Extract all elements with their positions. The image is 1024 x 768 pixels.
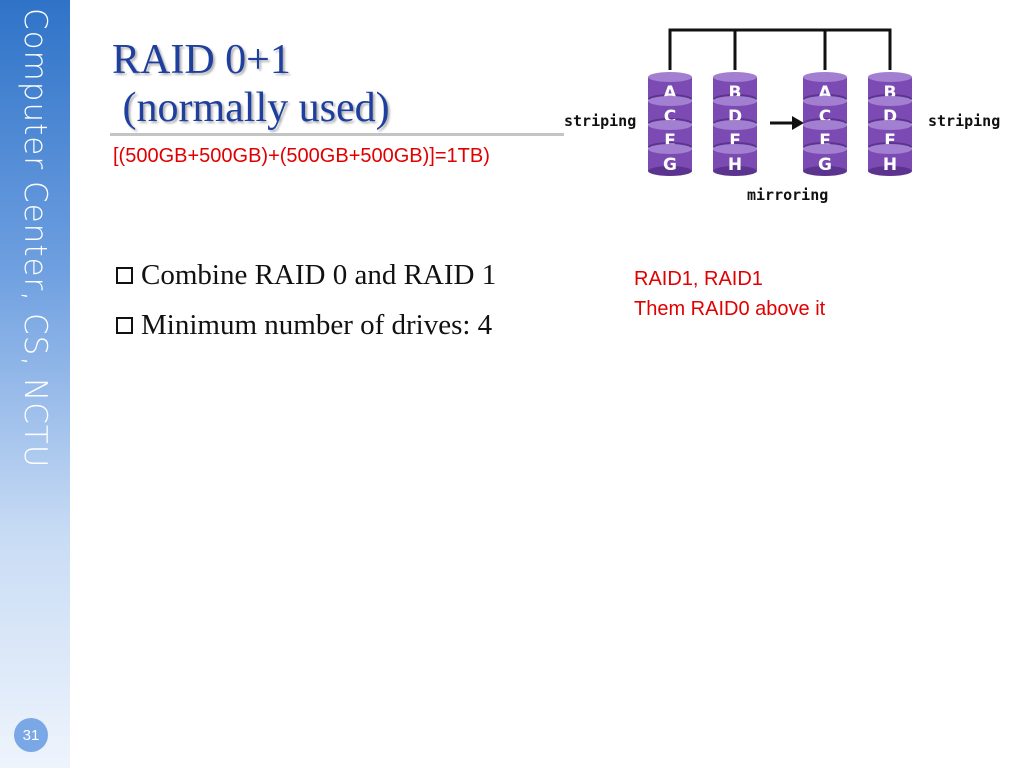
slide-title-line1: RAID 0+1 bbox=[112, 37, 291, 83]
disk-letter: F bbox=[884, 131, 896, 151]
disk-top bbox=[648, 96, 692, 106]
slide-title-line2: (normally used) bbox=[112, 85, 390, 131]
disk-top bbox=[648, 144, 692, 154]
disk-top bbox=[803, 72, 847, 82]
bullet-list: Combine RAID 0 and RAID 1 Minimum number… bbox=[116, 250, 496, 350]
side-note-line2: Them RAID0 above it bbox=[634, 298, 826, 320]
disk-body bbox=[803, 149, 847, 171]
bullet-text: Combine RAID 0 and RAID 1 bbox=[141, 258, 497, 291]
disk-top bbox=[868, 120, 912, 130]
diagram-bottom-label: mirroring bbox=[747, 186, 828, 204]
disk-top bbox=[868, 72, 912, 82]
disk-body bbox=[803, 125, 847, 147]
disk-segment: H bbox=[713, 144, 757, 176]
disk-bottom bbox=[648, 166, 692, 176]
disk-segment: G bbox=[803, 144, 847, 176]
side-note-line1: RAID1, RAID1 bbox=[634, 268, 763, 290]
disk-top bbox=[803, 96, 847, 106]
disk-bottom bbox=[868, 166, 912, 176]
sidebar-org-label: Computer Center, CS, NCTU bbox=[17, 8, 53, 469]
disk-body bbox=[868, 149, 912, 171]
bullet-item: Minimum number of drives: 4 bbox=[116, 300, 496, 350]
disk-letter: G bbox=[818, 155, 832, 175]
disk-top bbox=[803, 144, 847, 154]
checkbox-bullet-icon bbox=[116, 266, 133, 284]
side-note: RAID1, RAID1 Them RAID0 above it bbox=[634, 264, 825, 324]
bullet-item: Combine RAID 0 and RAID 1 bbox=[116, 250, 496, 300]
disk-body bbox=[868, 101, 912, 123]
disk-body bbox=[803, 77, 847, 99]
disk-body bbox=[648, 125, 692, 147]
disk-body bbox=[713, 101, 757, 123]
checkbox-bullet-icon bbox=[116, 316, 133, 334]
disk-segment: G bbox=[648, 144, 692, 176]
sidebar: Computer Center, CS, NCTU 31 bbox=[0, 0, 70, 768]
diagram-left-label: striping bbox=[564, 112, 636, 130]
connector-lines bbox=[668, 28, 892, 70]
slide-subtitle: [(500GB+500GB)+(500GB+500GB)]=1TB) bbox=[113, 145, 490, 167]
disk-letter: H bbox=[728, 155, 742, 175]
disk-body bbox=[803, 101, 847, 123]
diagram-right-label: striping bbox=[928, 112, 1000, 130]
disk-top bbox=[713, 144, 757, 154]
bullet-text: Minimum number of drives: 4 bbox=[141, 308, 493, 341]
slide-title: RAID 0+1 (normally used) bbox=[112, 36, 390, 132]
disk-top bbox=[713, 72, 757, 82]
disk-bottom bbox=[803, 166, 847, 176]
disk-body bbox=[648, 101, 692, 123]
disk-letter: F bbox=[729, 131, 741, 151]
disk-bottom bbox=[713, 166, 757, 176]
disk-letter: E bbox=[664, 131, 676, 151]
disk-top bbox=[868, 96, 912, 106]
disk-letter: H bbox=[883, 155, 897, 175]
disk-top bbox=[713, 96, 757, 106]
disk-body bbox=[713, 77, 757, 99]
disk-body bbox=[648, 149, 692, 171]
arrow-right-icon bbox=[770, 116, 804, 130]
page-number-badge: 31 bbox=[14, 718, 48, 752]
disk-body bbox=[648, 77, 692, 99]
disk-top bbox=[803, 120, 847, 130]
disk-top bbox=[868, 144, 912, 154]
disk-top bbox=[713, 120, 757, 130]
disk-letter: E bbox=[819, 131, 831, 151]
disk-top bbox=[648, 72, 692, 82]
disk-body bbox=[713, 125, 757, 147]
disk-body bbox=[868, 125, 912, 147]
disk-letter: G bbox=[663, 155, 677, 175]
disk-body bbox=[713, 149, 757, 171]
disk-body bbox=[868, 77, 912, 99]
disk-segment: H bbox=[868, 144, 912, 176]
title-underline bbox=[110, 133, 564, 136]
disk-top bbox=[648, 120, 692, 130]
